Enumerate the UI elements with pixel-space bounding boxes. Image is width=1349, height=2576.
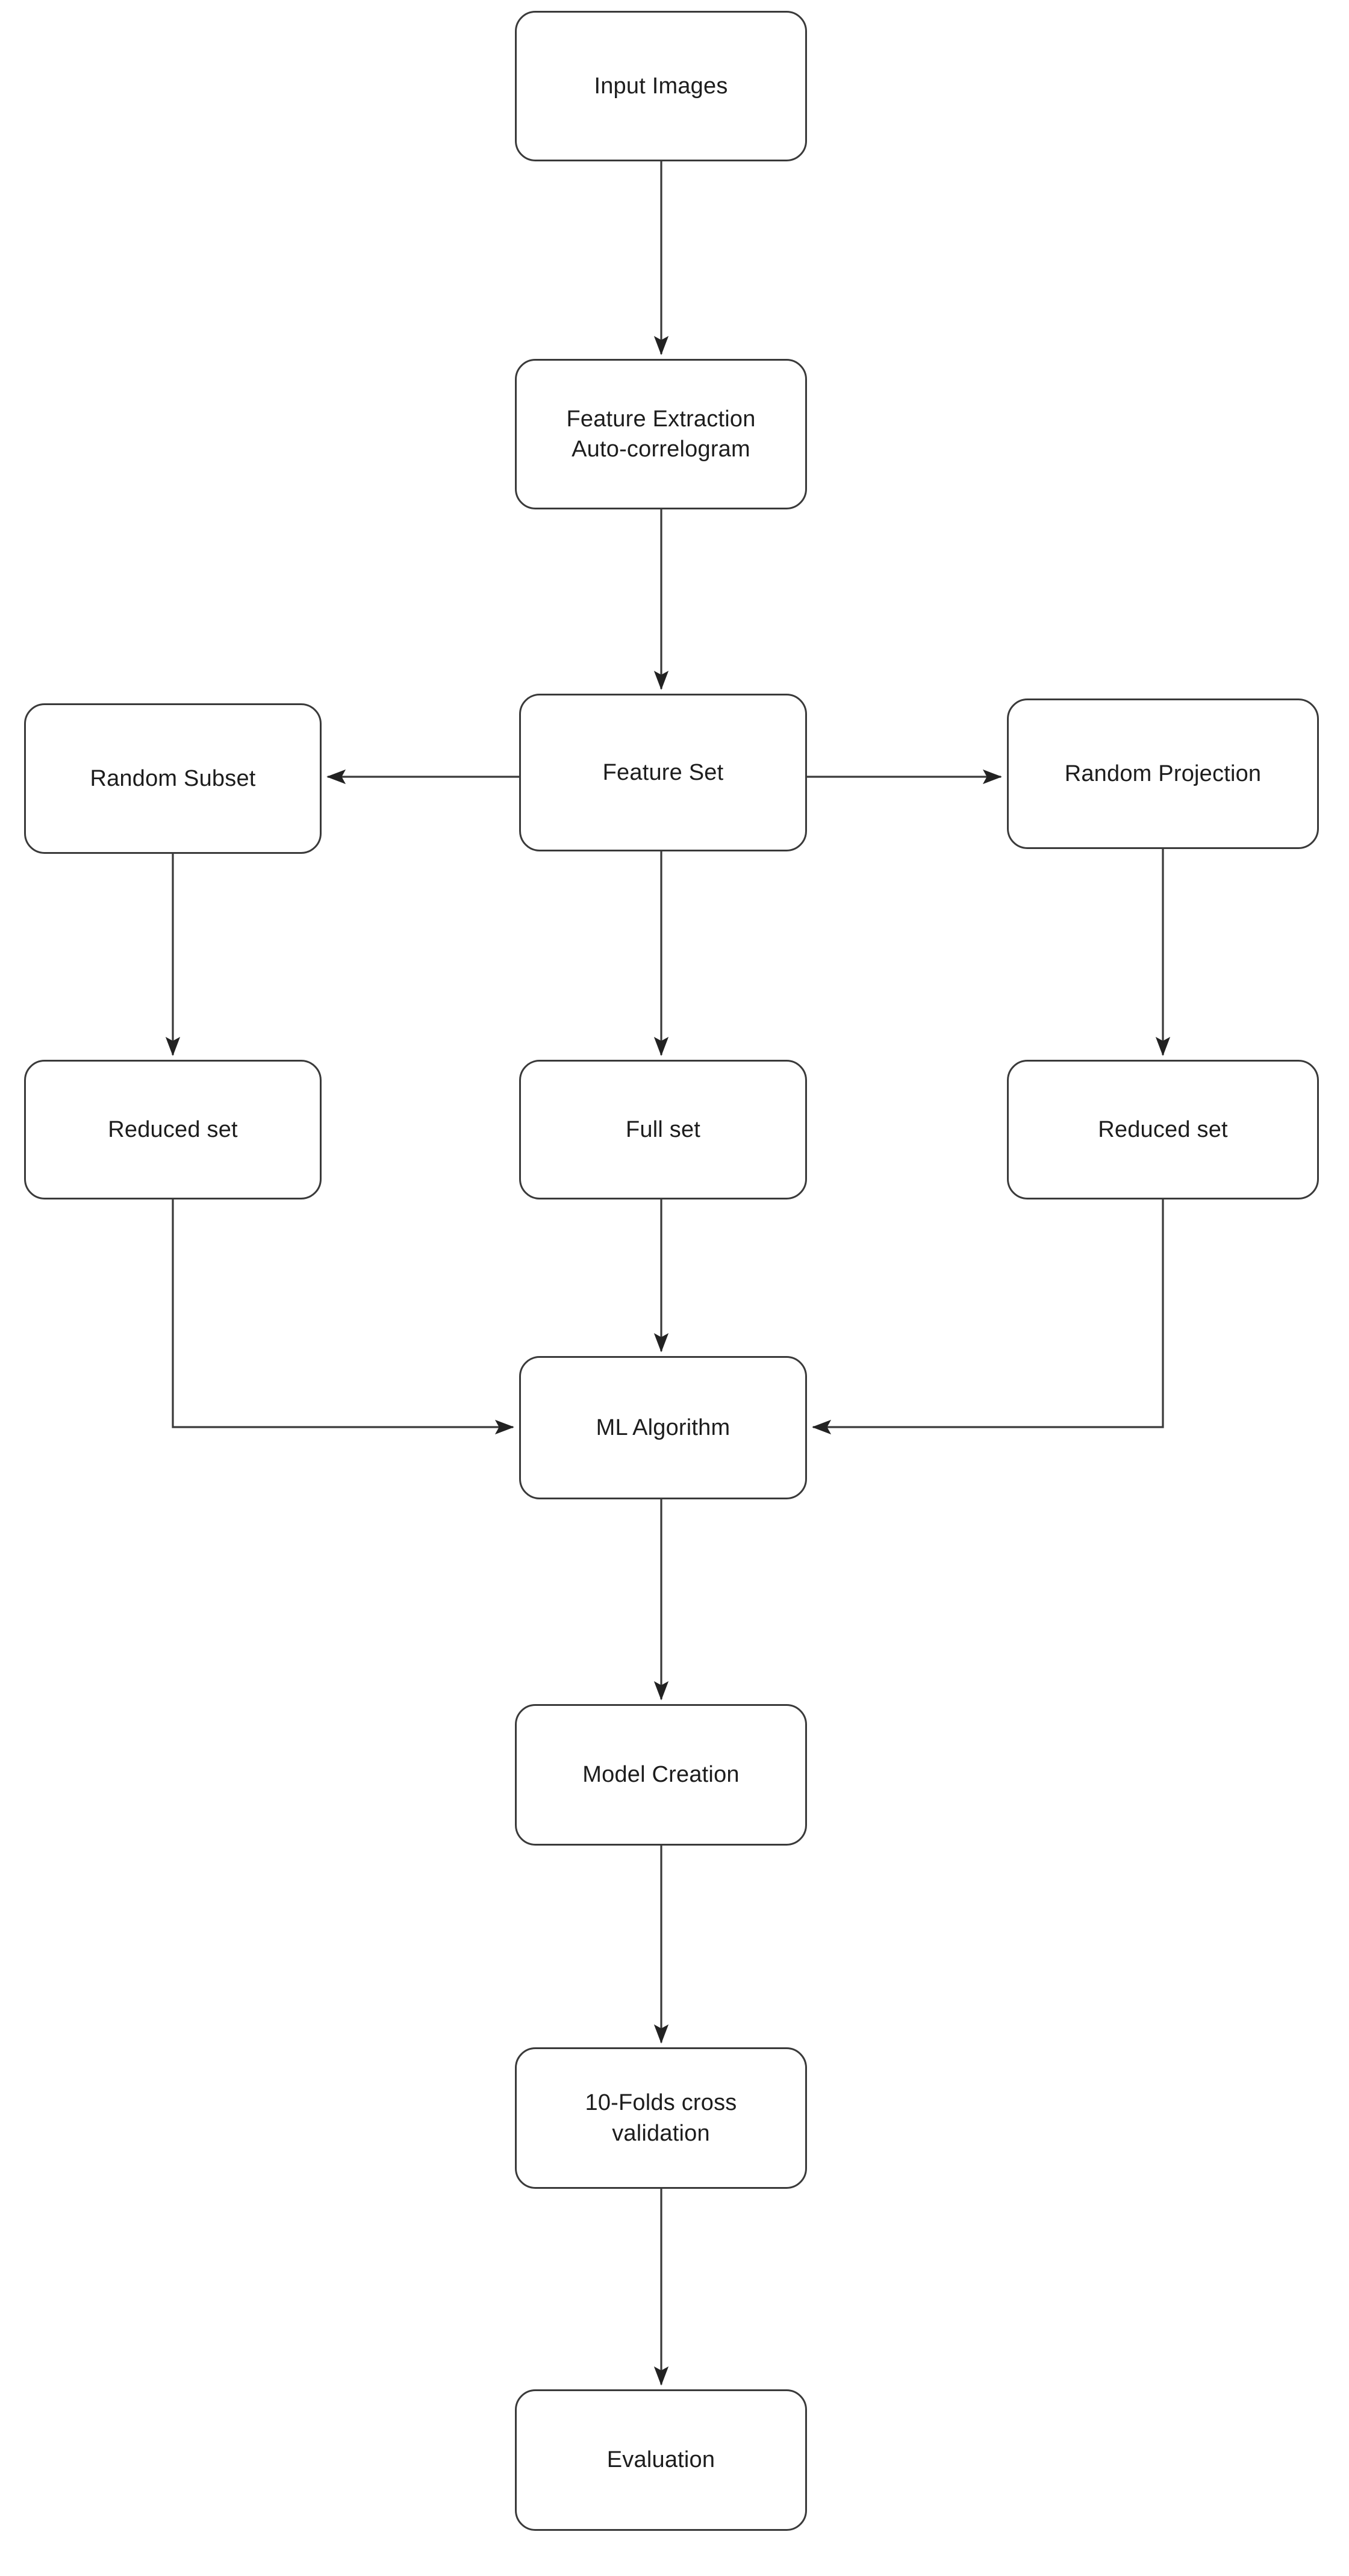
node-feature-set[interactable]: Feature Set — [519, 694, 807, 851]
node-model-creation[interactable]: Model Creation — [515, 1704, 807, 1846]
node-cross-validation[interactable]: 10-Folds cross validation — [515, 2047, 807, 2189]
node-reduced-set-right[interactable]: Reduced set — [1007, 1060, 1319, 1199]
edge-reducedright-to-ml — [812, 1199, 1164, 1435]
node-random-projection[interactable]: Random Projection — [1007, 698, 1319, 849]
node-random-subset[interactable]: Random Subset — [24, 703, 322, 854]
node-input-images[interactable]: Input Images — [515, 11, 807, 161]
node-ml-algorithm[interactable]: ML Algorithm — [519, 1356, 807, 1499]
node-feature-extraction[interactable]: Feature Extraction Auto-correlogram — [515, 359, 807, 509]
node-evaluation[interactable]: Evaluation — [515, 2389, 807, 2531]
edge-reducedleft-to-ml — [172, 1199, 514, 1435]
node-full-set[interactable]: Full set — [519, 1060, 807, 1199]
node-reduced-set-left[interactable]: Reduced set — [24, 1060, 322, 1199]
